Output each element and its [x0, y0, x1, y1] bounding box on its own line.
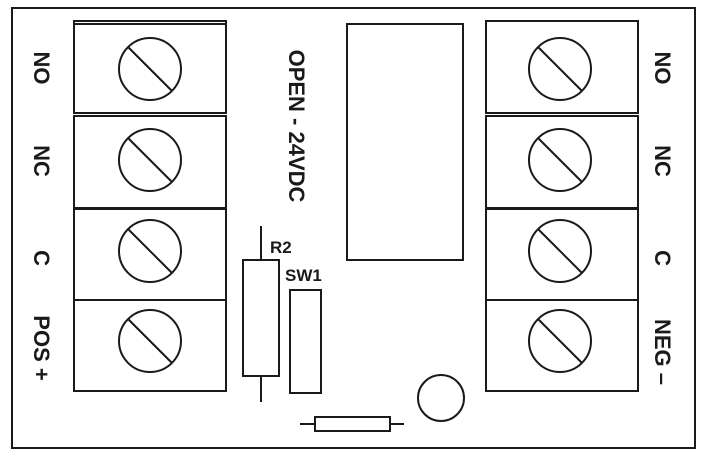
- left-label-pos: POS +: [29, 315, 54, 380]
- right-terminal-neg[interactable]: [485, 299, 639, 392]
- terminal-frame: [73, 20, 227, 114]
- right-label-no: NO: [650, 52, 675, 85]
- left-terminal-pos[interactable]: [73, 299, 227, 392]
- screw-slot-line: [127, 46, 173, 92]
- round-led-icon: [417, 374, 465, 422]
- open-voltage-label: OPEN - 24VDC: [284, 50, 309, 203]
- left-terminal-c[interactable]: [73, 208, 227, 301]
- screw-slot-icon[interactable]: [118, 128, 182, 192]
- left-terminal-no[interactable]: [73, 20, 227, 114]
- screw-slot-icon[interactable]: [528, 128, 592, 192]
- left-label-c: C: [29, 250, 54, 266]
- terminal-frame: [485, 299, 639, 392]
- left-label-nc: NC: [29, 145, 54, 177]
- terminal-frame: [73, 208, 227, 301]
- resistor-body: [242, 259, 280, 377]
- terminal-frame: [73, 115, 227, 209]
- right-label-neg: NEG –: [650, 319, 675, 385]
- left-label-no: NO: [29, 52, 54, 85]
- screw-slot-icon[interactable]: [528, 309, 592, 373]
- diode-body: [314, 416, 391, 432]
- switch-body: [289, 289, 322, 394]
- screw-slot-line: [537, 228, 583, 274]
- screw-slot-icon[interactable]: [528, 219, 592, 283]
- screw-slot-line: [537, 137, 583, 183]
- switch-label: SW1: [285, 266, 322, 285]
- relay-block-icon: [346, 23, 464, 261]
- screw-slot-line: [537, 318, 583, 364]
- screw-slot-line: [127, 137, 173, 183]
- left-terminal-block: [73, 20, 227, 392]
- screw-slot-line: [127, 318, 173, 364]
- terminal-frame: [485, 208, 639, 301]
- screw-slot-icon[interactable]: [118, 219, 182, 283]
- switch-sw1[interactable]: SW1: [285, 266, 322, 394]
- bottom-diode: [300, 416, 404, 432]
- left-terminal-nc[interactable]: [73, 115, 227, 209]
- right-label-c: C: [650, 250, 675, 266]
- right-terminal-c[interactable]: [485, 208, 639, 301]
- screw-slot-icon[interactable]: [528, 37, 592, 101]
- terminal-frame: [485, 20, 639, 114]
- right-terminal-no[interactable]: [485, 20, 639, 114]
- screw-slot-line: [127, 228, 173, 274]
- screw-slot-icon[interactable]: [118, 37, 182, 101]
- resistor-label: R2: [270, 238, 292, 257]
- terminal-frame: [73, 299, 227, 392]
- board-outline: [11, 7, 696, 449]
- screw-slot-line: [537, 46, 583, 92]
- right-terminal-block: [485, 20, 639, 392]
- resistor-r2: R2: [242, 226, 292, 402]
- screw-slot-icon[interactable]: [118, 309, 182, 373]
- right-terminal-nc[interactable]: [485, 115, 639, 209]
- right-label-nc: NC: [650, 145, 675, 177]
